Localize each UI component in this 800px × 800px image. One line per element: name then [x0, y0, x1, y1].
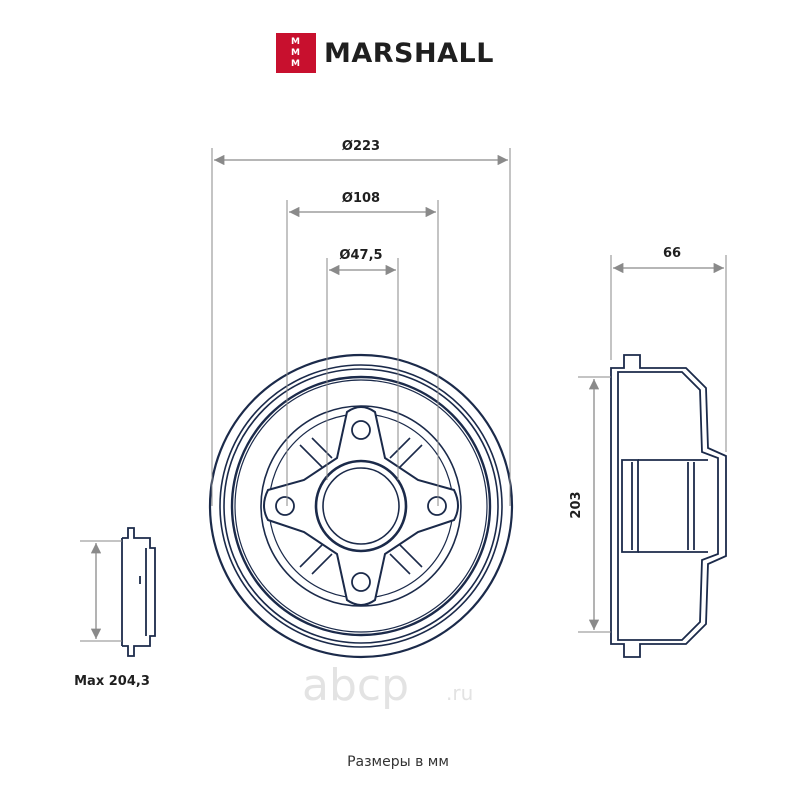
label-outer-diameter: Ø223 — [342, 139, 380, 154]
stud-hole — [351, 572, 371, 592]
watermark-main: abcp — [302, 660, 409, 711]
stud-hole — [427, 496, 447, 516]
stud-hole — [351, 420, 371, 440]
max-diameter-section — [121, 527, 156, 657]
extension-lines — [211, 148, 511, 506]
watermark: abcp .ru — [302, 660, 473, 711]
side-view — [610, 354, 727, 658]
label-height: 66 — [663, 246, 681, 261]
stud-hole — [275, 496, 295, 516]
front-view — [208, 353, 514, 659]
label-center-bore: Ø47,5 — [339, 248, 382, 263]
label-drum-diameter: 203 — [569, 491, 584, 518]
label-max-diameter: Max 204,3 — [74, 674, 150, 689]
dimension-lines — [214, 154, 508, 276]
watermark-suffix: .ru — [446, 681, 473, 705]
side-extension-lines — [578, 255, 727, 633]
units-caption: Размеры в мм — [347, 754, 449, 770]
brand-name: MARSHALL — [324, 37, 494, 69]
label-pcd-diameter: Ø108 — [342, 191, 380, 206]
center-bore — [314, 459, 408, 553]
